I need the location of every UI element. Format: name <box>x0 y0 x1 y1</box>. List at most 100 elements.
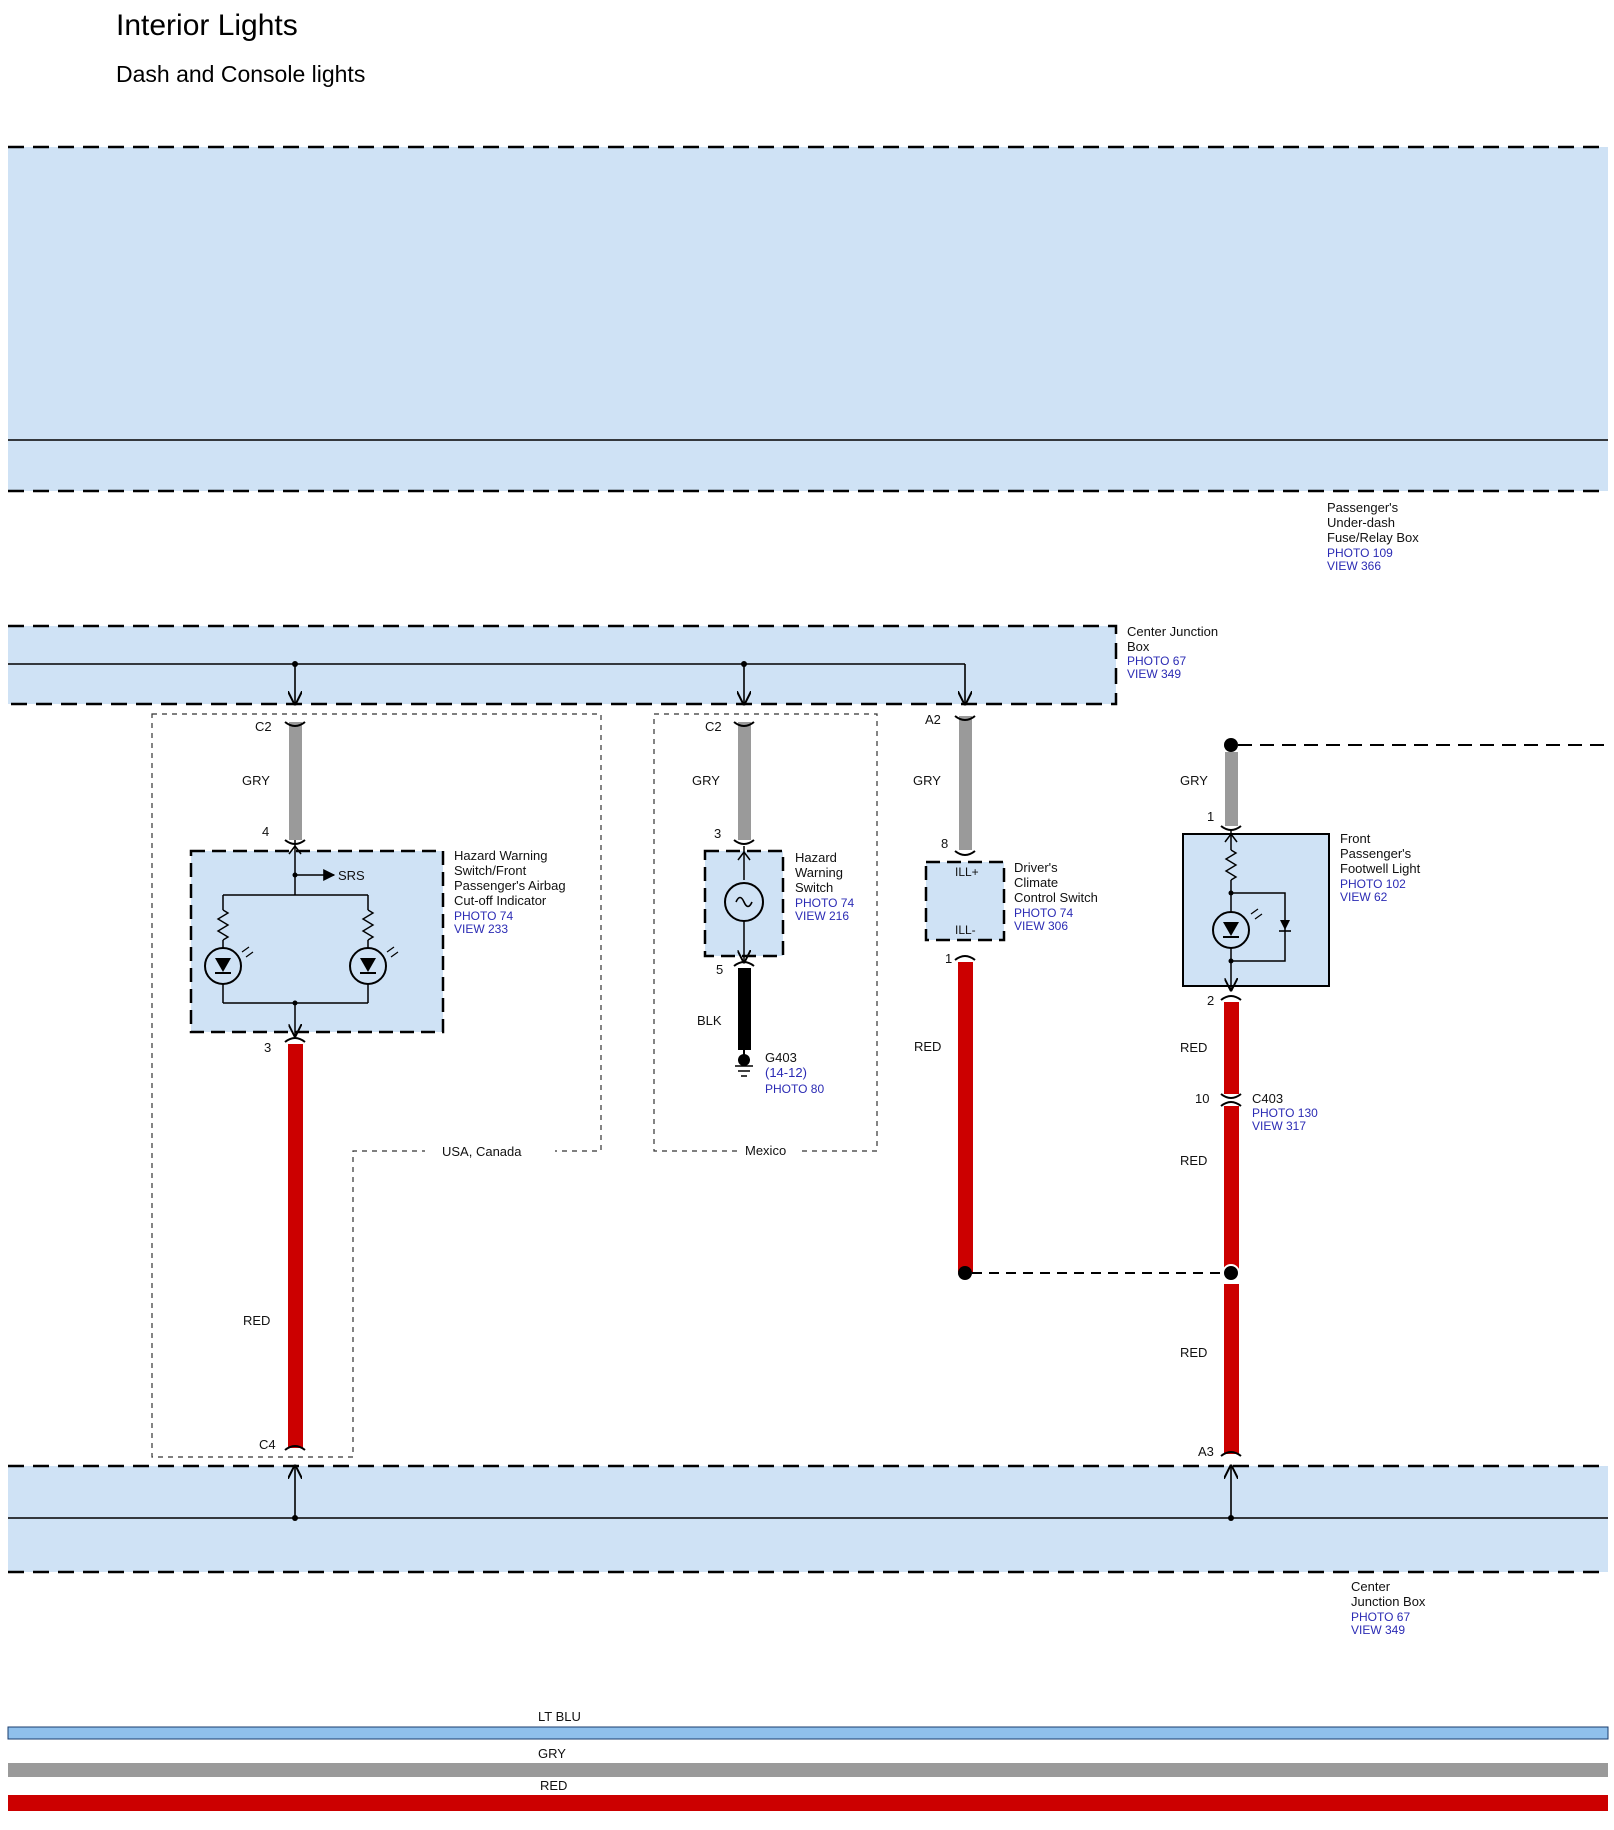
svg-text:Box: Box <box>1127 639 1150 654</box>
svg-text:Passenger's: Passenger's <box>1340 846 1412 861</box>
ground-photo-link[interactable]: PHOTO 80 <box>765 1082 824 1096</box>
pin-10: 10 <box>1195 1091 1209 1106</box>
svg-text:Cut-off Indicator: Cut-off Indicator <box>454 893 547 908</box>
wire-gry-3[interactable] <box>959 716 972 850</box>
c403-photo-link[interactable]: PHOTO 130 <box>1252 1106 1318 1120</box>
wire-red-4c[interactable] <box>1224 1284 1239 1454</box>
page-title: Interior Lights <box>116 9 298 42</box>
pin-c2-a: C2 <box>255 719 272 734</box>
wire-label-red-4a: RED <box>1180 1040 1207 1055</box>
wire-label-red-4b: RED <box>1180 1153 1207 1168</box>
hazard-switch-view-link[interactable]: VIEW 216 <box>795 909 849 923</box>
svg-text:Passenger's Airbag: Passenger's Airbag <box>454 878 566 893</box>
wire-red-4b[interactable] <box>1224 1106 1239 1272</box>
wire-label-red-3: RED <box>914 1039 941 1054</box>
climate-switch-label: Driver's Climate Control Switch PHOTO 74… <box>1014 860 1098 933</box>
cjb-top-view-link[interactable]: VIEW 349 <box>1127 667 1181 681</box>
hazard-switch-photo-link[interactable]: PHOTO 74 <box>795 896 854 910</box>
pin-c2-b: C2 <box>705 719 722 734</box>
footwell-light-view-link[interactable]: VIEW 62 <box>1340 890 1388 904</box>
wire-gry-2[interactable] <box>738 722 751 840</box>
footwell-light-box <box>1182 830 1330 990</box>
wire-red-3[interactable] <box>958 962 973 1272</box>
svg-text:Climate: Climate <box>1014 875 1058 890</box>
ground-location-link[interactable]: (14-12) <box>765 1065 807 1080</box>
climate-switch-box: ILL+ ILL- <box>924 860 1006 942</box>
usa-canada-label: USA, Canada <box>442 1144 522 1159</box>
cjb-bottom-photo-link[interactable]: PHOTO 67 <box>1351 1610 1410 1624</box>
cjb-top-label: Center Junction Box PHOTO 67 VIEW 349 <box>1127 624 1218 681</box>
wire-label-blk: BLK <box>697 1013 722 1028</box>
svg-text:Hazard Warning: Hazard Warning <box>454 848 547 863</box>
pin-5: 5 <box>716 962 723 977</box>
svg-text:Fuse/Relay Box: Fuse/Relay Box <box>1327 530 1419 545</box>
svg-text:Under-dash: Under-dash <box>1327 515 1395 530</box>
svg-text:Switch: Switch <box>795 880 833 895</box>
cjb-bottom-view-link[interactable]: VIEW 349 <box>1351 1623 1405 1637</box>
svg-text:Center: Center <box>1351 1579 1391 1594</box>
wire-gry-1[interactable] <box>289 722 302 840</box>
ill-minus-label: ILL- <box>955 923 976 937</box>
climate-switch-view-link[interactable]: VIEW 306 <box>1014 919 1068 933</box>
hazard-indicator-label: Hazard Warning Switch/Front Passenger's … <box>454 848 566 936</box>
legend-swatch-red <box>8 1795 1608 1811</box>
hazard-indicator-box: SRS <box>189 840 445 1036</box>
wire-red-4a[interactable] <box>1224 1002 1239 1094</box>
hazard-switch-box <box>703 846 785 962</box>
climate-switch-photo-link[interactable]: PHOTO 74 <box>1014 906 1073 920</box>
legend-swatch-ltblu <box>7 1726 1609 1740</box>
pin-8: 8 <box>941 836 948 851</box>
wire-color-legend: LT BLU GRY RED <box>7 1709 1609 1811</box>
svg-text:G403: G403 <box>765 1050 797 1065</box>
connector-c403 <box>1220 1093 1242 1107</box>
svg-text:Junction Box: Junction Box <box>1351 1594 1426 1609</box>
pin-3-b: 3 <box>714 826 721 841</box>
srs-label: SRS <box>338 868 365 883</box>
svg-text:Driver's: Driver's <box>1014 860 1058 875</box>
hazard-switch-label: Hazard Warning Switch PHOTO 74 VIEW 216 <box>795 850 854 923</box>
diode-icon <box>1279 920 1291 932</box>
pin-3-a: 3 <box>264 1040 271 1055</box>
svg-text:C403: C403 <box>1252 1091 1283 1106</box>
footwell-light-photo-link[interactable]: PHOTO 102 <box>1340 877 1406 891</box>
pin-1-a: 1 <box>945 951 952 966</box>
c403-label: C403 PHOTO 130 VIEW 317 <box>1252 1091 1318 1133</box>
pin-4: 4 <box>262 824 269 839</box>
wire-label-gry-2: GRY <box>692 773 720 788</box>
c403-view-link[interactable]: VIEW 317 <box>1252 1119 1306 1133</box>
wire-label-gry-3: GRY <box>913 773 941 788</box>
wire-blk[interactable] <box>738 968 751 1050</box>
pin-c4: C4 <box>259 1437 276 1452</box>
footwell-light-label: Front Passenger's Footwell Light PHOTO 1… <box>1340 831 1421 904</box>
hazard-indicator-photo-link[interactable]: PHOTO 74 <box>454 909 513 923</box>
ill-plus-label: ILL+ <box>955 865 979 879</box>
svg-text:Hazard: Hazard <box>795 850 837 865</box>
wire-label-gry-1: GRY <box>242 773 270 788</box>
wire-red-1[interactable] <box>288 1044 303 1448</box>
fuse-box-photo-link[interactable]: PHOTO 109 <box>1327 546 1393 560</box>
svg-text:Warning: Warning <box>795 865 843 880</box>
ground-icon <box>735 1050 753 1077</box>
svg-text:Front: Front <box>1340 831 1371 846</box>
wire-label-gry-4: GRY <box>1180 773 1208 788</box>
svg-text:Switch/Front: Switch/Front <box>454 863 527 878</box>
ground-label: G403 (14-12) PHOTO 80 <box>765 1050 824 1096</box>
pin-1-b: 1 <box>1207 809 1214 824</box>
legend-label-ltblu: LT BLU <box>538 1709 581 1724</box>
fuse-box-view-link[interactable]: VIEW 366 <box>1327 559 1381 573</box>
center-junction-box-top <box>8 624 1118 704</box>
pin-a3: A3 <box>1198 1444 1214 1459</box>
svg-text:Control Switch: Control Switch <box>1014 890 1098 905</box>
mexico-label: Mexico <box>745 1143 786 1158</box>
fuse-box-label: Passenger's Under-dash Fuse/Relay Box PH… <box>1327 500 1419 573</box>
hazard-indicator-view-link[interactable]: VIEW 233 <box>454 922 508 936</box>
page-subtitle: Dash and Console lights <box>116 61 365 87</box>
center-junction-box-bottom <box>8 1466 1608 1574</box>
pin-2: 2 <box>1207 993 1214 1008</box>
fuse-relay-box <box>8 145 1608 493</box>
wire-gry-4[interactable] <box>1225 752 1238 826</box>
legend-swatch-gry <box>8 1763 1608 1777</box>
cjb-top-photo-link[interactable]: PHOTO 67 <box>1127 654 1186 668</box>
legend-label-red: RED <box>540 1778 567 1793</box>
